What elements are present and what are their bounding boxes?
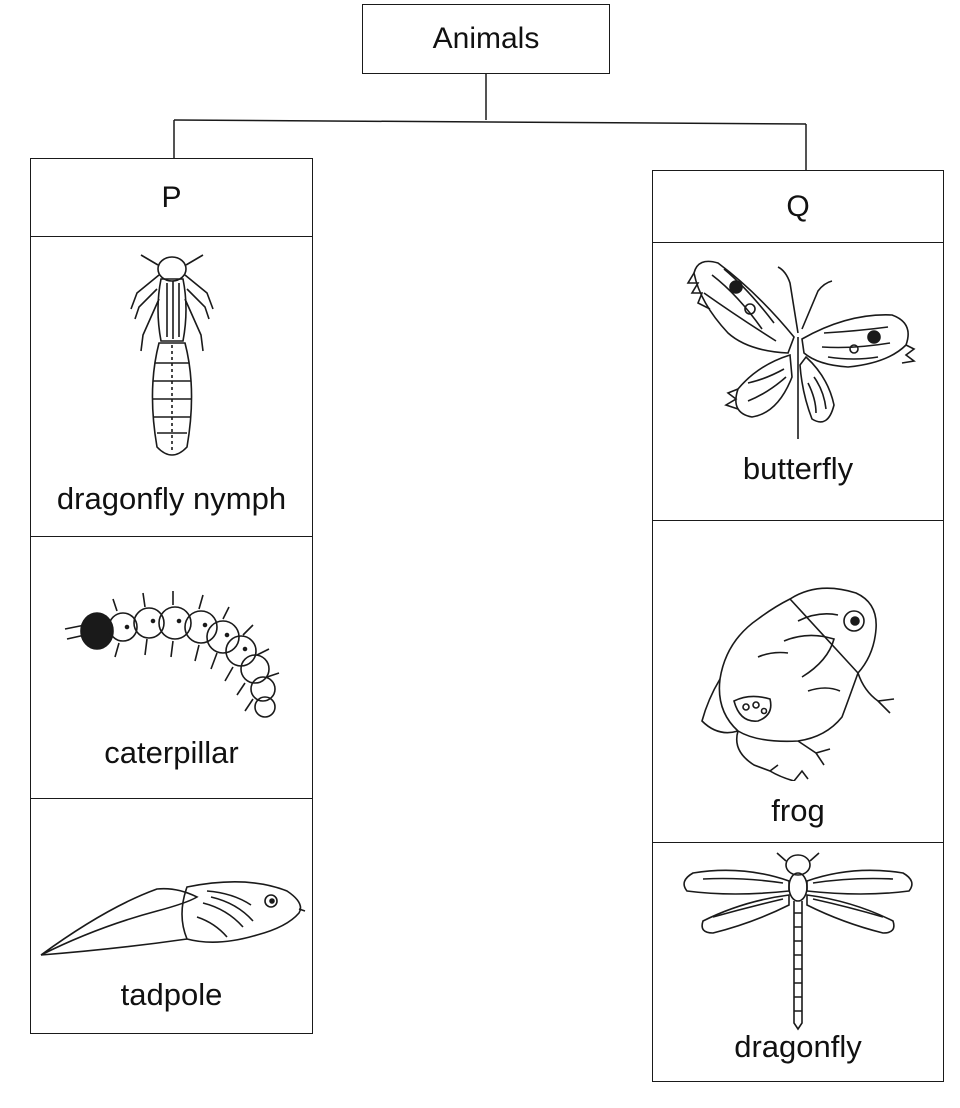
frog-icon bbox=[698, 581, 898, 781]
group-q-item-dragonfly: dragonfly bbox=[653, 843, 943, 1083]
butterfly-icon bbox=[678, 253, 918, 453]
group-q-header-label: Q bbox=[786, 190, 809, 224]
group-p-header-label: P bbox=[161, 181, 181, 215]
group-q-item-label: dragonfly bbox=[653, 1029, 943, 1065]
group-p-item-label: dragonfly nymph bbox=[31, 481, 312, 517]
dragonfly-icon bbox=[673, 851, 923, 1031]
root-label: Animals bbox=[433, 22, 540, 56]
caterpillar-icon bbox=[57, 577, 287, 727]
group-p-item-caterpillar: caterpillar bbox=[31, 537, 312, 799]
tadpole-icon bbox=[37, 857, 307, 967]
group-q-item-frog: frog bbox=[653, 521, 943, 843]
group-p-item-label: tadpole bbox=[31, 977, 312, 1013]
group-p-item-tadpole: tadpole bbox=[31, 799, 312, 1035]
group-q-item-label: frog bbox=[653, 793, 943, 829]
group-q-item-label: butterfly bbox=[653, 451, 943, 487]
group-p-item-dragonfly-nymph: dragonfly nymph bbox=[31, 237, 312, 537]
group-q-header: Q bbox=[653, 171, 943, 243]
group-p-header: P bbox=[31, 159, 312, 237]
group-p-item-label: caterpillar bbox=[31, 735, 312, 771]
group-p: P dragonfly nymph bbox=[30, 158, 313, 1034]
root-node: Animals bbox=[362, 4, 610, 74]
group-q: Q butterfly bbox=[652, 170, 944, 1082]
group-q-item-butterfly: butterfly bbox=[653, 243, 943, 521]
branch-horizontal-line bbox=[174, 120, 806, 124]
dragonfly-nymph-icon bbox=[117, 249, 227, 469]
